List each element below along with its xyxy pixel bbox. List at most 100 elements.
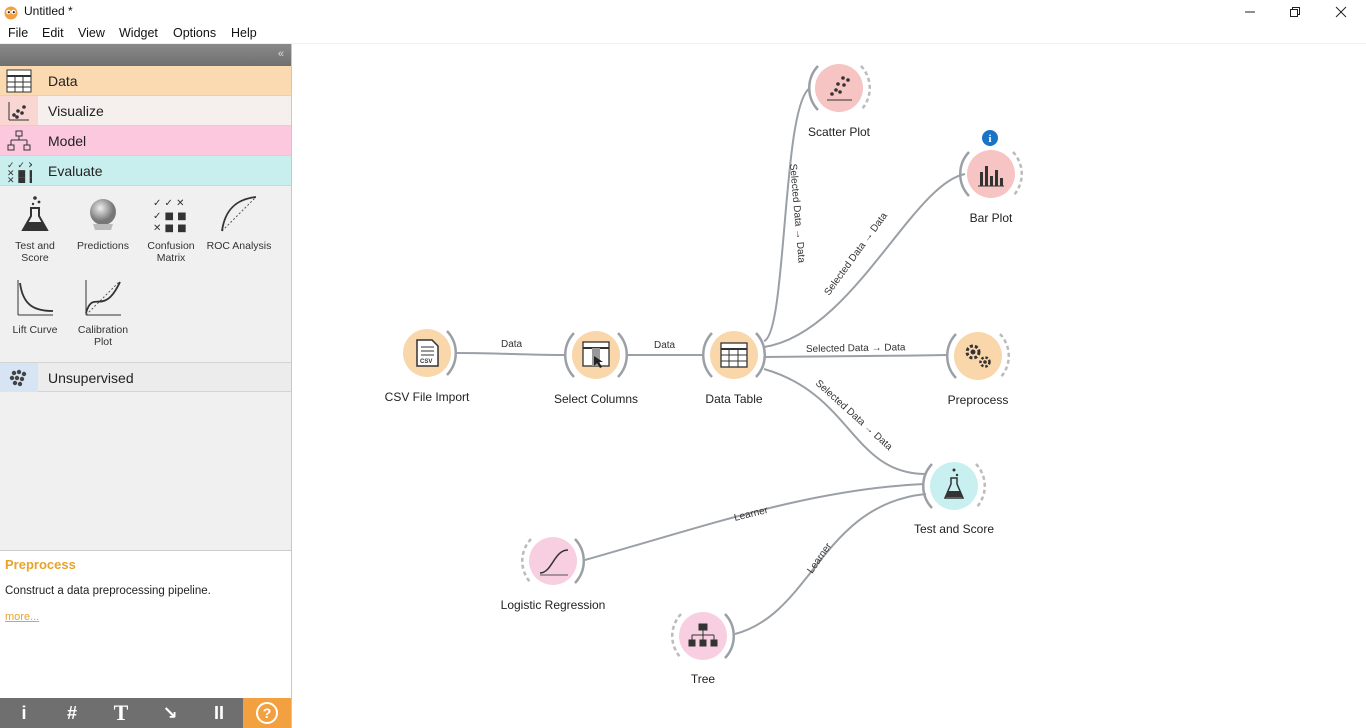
restore-icon — [1290, 7, 1300, 17]
node-label-bar-plot: Bar Plot — [969, 211, 1013, 225]
widget-roc-analysis[interactable]: ROC Analysis — [205, 194, 273, 252]
widget-test-and-score[interactable]: Test and Score — [1, 194, 69, 264]
link-table-preprocess — [763, 354, 949, 358]
widget-label: Test and Score — [15, 240, 55, 264]
menu-edit[interactable]: Edit — [42, 26, 64, 40]
grid-button[interactable]: # — [48, 698, 96, 728]
category-model[interactable]: Model — [0, 126, 291, 156]
svg-text:✓ ■ ■: ✓ ■ ■ — [153, 211, 187, 222]
widget-confusion-matrix[interactable]: ✓ ✓ ✕ ✓ ■ ■ ✕ ■ ■ Confusion Matrix — [137, 194, 205, 264]
widget-toolbox: « Data Visualize Model ✓ ✓ ✕ ✕ ■ ■ ✕ ■ ■ E… — [0, 44, 292, 728]
node-label-select-columns: Select Columns — [553, 392, 639, 406]
workflow-canvas[interactable]: Data Data Selected Data → Data Selected … — [292, 44, 1366, 728]
category-evaluate[interactable]: ✓ ✓ ✕✕ ■ ■✕ ■ ■ Evaluate — [0, 156, 291, 186]
menu-file[interactable]: File — [8, 26, 29, 40]
node-select-columns[interactable] — [564, 331, 628, 379]
text-icon: T — [113, 700, 129, 725]
bar-chart-icon — [978, 166, 1004, 187]
category-label: Data — [48, 73, 78, 89]
svg-text:i: i — [988, 133, 991, 145]
category-visualize[interactable]: Visualize — [0, 96, 291, 126]
csv-file-icon: CSV — [416, 339, 439, 367]
info-badge-icon[interactable]: i — [982, 130, 998, 146]
hash-icon: # — [66, 702, 77, 723]
arrow-annotation-button[interactable]: ↘ — [146, 698, 194, 728]
link-label-data-2: Data — [654, 340, 676, 351]
toolbox-header: « — [0, 44, 291, 66]
menu-widget[interactable]: Widget — [119, 26, 158, 40]
widget-predictions[interactable]: Predictions — [69, 194, 137, 252]
link-logreg-test — [584, 483, 925, 561]
select-columns-icon — [582, 341, 610, 368]
node-label-csv: CSV File Import — [384, 390, 470, 404]
roc-curve-icon — [221, 196, 257, 232]
pause-button[interactable]: II — [195, 698, 243, 728]
menu-options[interactable]: Options — [173, 26, 217, 40]
widget-label: Predictions — [77, 240, 129, 252]
link-label-learner-1: Learner — [733, 505, 770, 524]
node-bar-plot[interactable]: i — [959, 130, 1023, 198]
arrow-icon: ↘ — [162, 702, 178, 723]
link-table-bar — [763, 173, 966, 348]
node-label-scatter-plot: Scatter Plot — [807, 125, 871, 139]
menu-help[interactable]: Help — [231, 26, 257, 40]
svg-text:✕ ■ ■: ✕ ■ ■ — [7, 176, 32, 183]
menu-view[interactable]: View — [78, 26, 105, 40]
widget-description-panel: Preprocess Construct a data preprocessin… — [0, 550, 291, 700]
link-label-selected-test: Selected Data → Data — [813, 378, 895, 453]
text-annotation-button[interactable]: T — [97, 698, 145, 728]
table-icon — [0, 66, 38, 95]
widget-label: Confusion Matrix — [147, 240, 195, 264]
gears-icon — [965, 344, 991, 368]
node-tree[interactable] — [671, 612, 735, 660]
menu-bar: File Edit View Widget Options Help — [0, 24, 1366, 44]
scatter-icon — [0, 96, 38, 125]
tree-icon — [0, 126, 38, 155]
dots-icon — [0, 363, 38, 392]
orange-app-icon — [4, 6, 18, 20]
description-text: Construct a data preprocessing pipeline. — [5, 585, 211, 597]
node-label-tree: Tree — [690, 672, 716, 686]
category-data[interactable]: Data — [0, 66, 291, 96]
link-label-data-1: Data — [501, 339, 523, 350]
widget-calibration-plot[interactable]: Calibration Plot — [69, 278, 137, 348]
node-csv-file-import[interactable]: CSV — [403, 329, 457, 377]
minimize-button[interactable] — [1227, 0, 1273, 24]
link-label-learner-2: Learner — [805, 541, 834, 576]
link-label-selected-preprocess: Selected Data → Data — [806, 342, 906, 355]
widget-lift-curve[interactable]: Lift Curve — [1, 278, 69, 336]
node-label-test-and-score: Test and Score — [913, 522, 995, 536]
info-icon: i — [21, 702, 27, 723]
minimize-icon — [1245, 11, 1255, 13]
node-label-data-table: Data Table — [705, 392, 763, 406]
category-label: Visualize — [48, 103, 104, 119]
category-label: Evaluate — [48, 163, 103, 179]
node-label-preprocess: Preprocess — [947, 393, 1009, 407]
category-unsupervised[interactable]: Unsupervised — [0, 362, 291, 392]
node-preprocess[interactable] — [946, 332, 1010, 380]
svg-text:✓ ✓ ✕: ✓ ✓ ✕ — [153, 198, 185, 209]
svg-text:✓ ✓ ✕: ✓ ✓ ✕ — [7, 161, 32, 171]
svg-text:CSV: CSV — [420, 359, 432, 365]
svg-text:✕ ■ ■: ✕ ■ ■ — [153, 223, 187, 234]
help-button[interactable]: ? — [243, 698, 291, 728]
node-label-logistic-regression: Logistic Regression — [500, 598, 606, 612]
more-link[interactable]: more... — [5, 611, 40, 623]
link-tree-test — [734, 493, 927, 635]
widget-label: Lift Curve — [12, 324, 58, 336]
crystal-ball-icon — [90, 199, 116, 230]
collapse-icon[interactable]: « — [277, 48, 284, 60]
window-title: Untitled * — [24, 4, 73, 18]
close-button[interactable] — [1318, 0, 1364, 24]
info-button[interactable]: i — [0, 698, 48, 728]
node-logistic-regression[interactable] — [521, 537, 585, 585]
link-table-scatter — [763, 87, 811, 342]
link-label-selected-scatter: Selected Data → Data — [787, 163, 807, 264]
widget-label: ROC Analysis — [206, 240, 272, 252]
node-data-table[interactable] — [702, 331, 766, 379]
tree-icon — [688, 623, 718, 647]
restore-button[interactable] — [1272, 0, 1318, 24]
scatter-plot-icon — [827, 76, 852, 101]
node-scatter-plot[interactable] — [808, 64, 871, 112]
node-test-and-score[interactable] — [922, 462, 986, 510]
